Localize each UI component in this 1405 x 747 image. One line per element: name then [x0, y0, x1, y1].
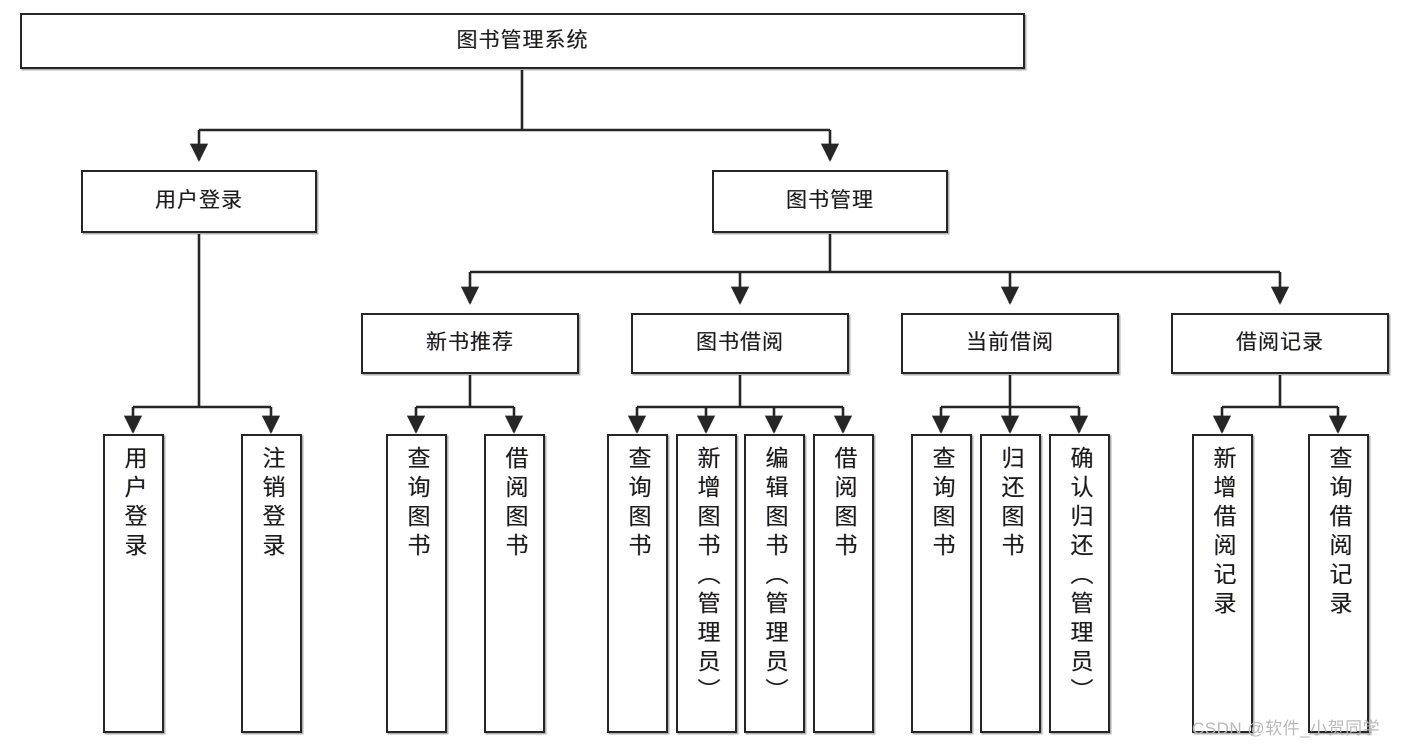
node-label: 编辑图书（管理员） [762, 446, 788, 707]
node-new-book-recommend[interactable]: 新书推荐 [361, 313, 579, 374]
node-book-borrow[interactable]: 图书借阅 [631, 313, 849, 374]
leaf-borrow-add-book[interactable]: 新增图书（管理员） [676, 434, 737, 733]
node-label: 图书借阅 [696, 331, 784, 355]
leaf-borrow-borrow-book[interactable]: 借阅图书 [813, 434, 874, 733]
node-label: 查询图书 [625, 446, 651, 562]
node-current-borrow[interactable]: 当前借阅 [901, 313, 1119, 374]
node-label: 新增借阅记录 [1210, 446, 1236, 620]
leaf-record-add-record[interactable]: 新增借阅记录 [1192, 434, 1253, 733]
node-borrow-record[interactable]: 借阅记录 [1171, 313, 1389, 374]
node-root-system[interactable]: 图书管理系统 [20, 13, 1025, 69]
node-user-login[interactable]: 用户登录 [81, 170, 317, 233]
leaf-user-login[interactable]: 用户登录 [103, 434, 164, 733]
node-label: 查询图书 [404, 446, 430, 562]
node-label: 用户登录 [121, 446, 147, 562]
node-label: 当前借阅 [966, 331, 1054, 355]
leaf-recommend-query-book[interactable]: 查询图书 [386, 434, 447, 733]
leaf-record-query-record[interactable]: 查询借阅记录 [1308, 434, 1369, 733]
leaf-user-logout[interactable]: 注销登录 [241, 434, 302, 733]
node-label: 新增图书（管理员） [694, 446, 720, 707]
leaf-borrow-edit-book[interactable]: 编辑图书（管理员） [744, 434, 805, 733]
node-label: 借阅图书 [502, 446, 528, 562]
leaf-borrow-query-book[interactable]: 查询图书 [607, 434, 668, 733]
node-label: 确认归还（管理员） [1067, 446, 1093, 707]
node-label: 图书管理 [786, 189, 874, 213]
node-label: 新书推荐 [426, 331, 514, 355]
node-label: 用户登录 [155, 189, 243, 213]
node-label: 图书管理系统 [456, 28, 589, 52]
node-label: 查询图书 [929, 446, 955, 562]
leaf-recommend-borrow-book[interactable]: 借阅图书 [484, 434, 545, 733]
leaf-current-return-book[interactable]: 归还图书 [980, 434, 1041, 733]
node-label: 归还图书 [998, 446, 1024, 562]
leaf-current-query-book[interactable]: 查询图书 [911, 434, 972, 733]
leaf-current-confirm-return[interactable]: 确认归还（管理员） [1049, 434, 1110, 733]
node-label: 借阅图书 [831, 446, 857, 562]
node-book-management[interactable]: 图书管理 [712, 170, 948, 233]
node-label: 借阅记录 [1236, 331, 1324, 355]
node-label: 注销登录 [259, 446, 285, 562]
node-label: 查询借阅记录 [1326, 446, 1352, 620]
